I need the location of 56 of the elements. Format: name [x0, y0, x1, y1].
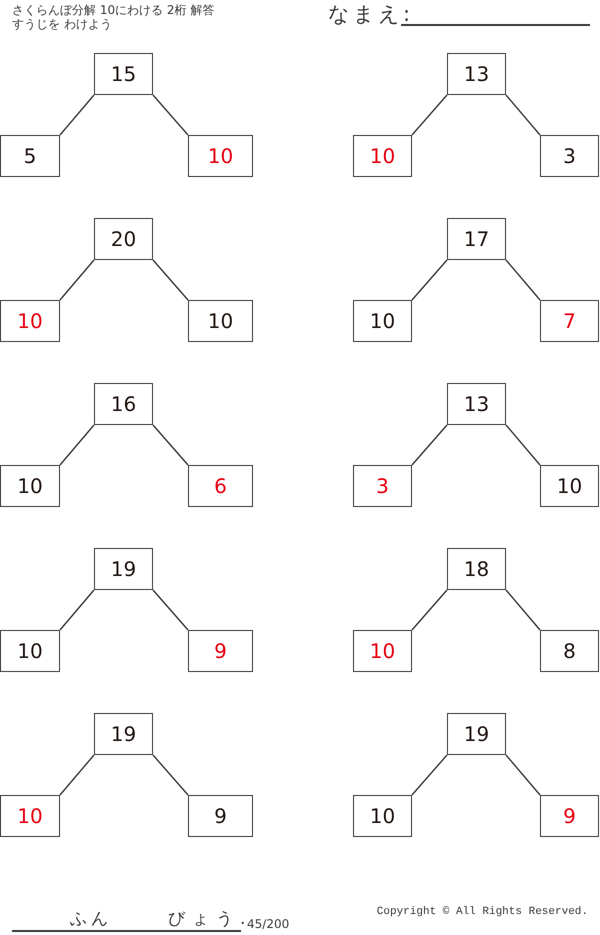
connector-line: [59, 94, 95, 136]
connector-line: [505, 754, 541, 796]
subtitle-text: すうじを わけよう: [12, 18, 112, 30]
connector-line: [411, 754, 448, 796]
number-box: 8: [540, 630, 599, 672]
number-box: 19: [94, 713, 153, 755]
number-box: 18: [447, 548, 506, 590]
minutes-label: ふん: [70, 911, 112, 928]
number-box: 3: [353, 465, 412, 507]
number-box: 10: [353, 135, 412, 177]
connector-line: [411, 424, 448, 466]
number-box: 5: [0, 135, 60, 177]
connector-line: [411, 94, 448, 136]
number-box: 10: [188, 300, 253, 342]
connector-line: [152, 94, 189, 136]
number-box: 10: [353, 300, 412, 342]
number-box: 10: [353, 795, 412, 837]
connector-line: [505, 424, 541, 466]
connector-line: [505, 260, 541, 300]
connector-line: [411, 590, 448, 630]
number-box: 3: [540, 135, 599, 177]
number-box: 10: [540, 465, 599, 507]
number-box: 9: [540, 795, 599, 837]
number-box: 7: [540, 300, 599, 342]
number-box: 15: [94, 53, 153, 95]
connector-line: [59, 260, 95, 300]
connector-line: [152, 754, 189, 796]
connector-line: [505, 94, 541, 136]
number-box: 17: [447, 218, 506, 260]
number-box: 19: [447, 713, 506, 755]
connector-line: [152, 260, 189, 300]
connector-line: [152, 590, 189, 630]
number-box: 16: [94, 383, 153, 425]
number-box: 19: [94, 548, 153, 590]
connector-line: [59, 590, 95, 630]
number-box: 10: [188, 135, 253, 177]
number-box: 9: [188, 630, 253, 672]
connector-line: [59, 754, 95, 796]
number-box: 13: [447, 383, 506, 425]
number-box: 13: [447, 53, 506, 95]
page-number: 45/200: [247, 918, 290, 930]
name-label: なまえ:: [328, 4, 414, 25]
number-box: 10: [0, 630, 60, 672]
number-box: 10: [0, 300, 60, 342]
number-box: 10: [353, 630, 412, 672]
connector-line: [411, 260, 448, 300]
copyright-notice: Copyright © All Rights Reserved.: [376, 907, 588, 918]
number-box: 20: [94, 218, 153, 260]
number-box: 10: [0, 795, 60, 837]
number-box: 10: [0, 465, 60, 507]
connector-line: [152, 424, 189, 466]
number-box: 9: [188, 795, 253, 837]
number-box: 6: [188, 465, 253, 507]
connector-line: [59, 424, 95, 466]
connector-line: [505, 590, 541, 630]
worksheet-title: さくらんぼ分解 10にわける 2桁 解答: [12, 4, 214, 16]
